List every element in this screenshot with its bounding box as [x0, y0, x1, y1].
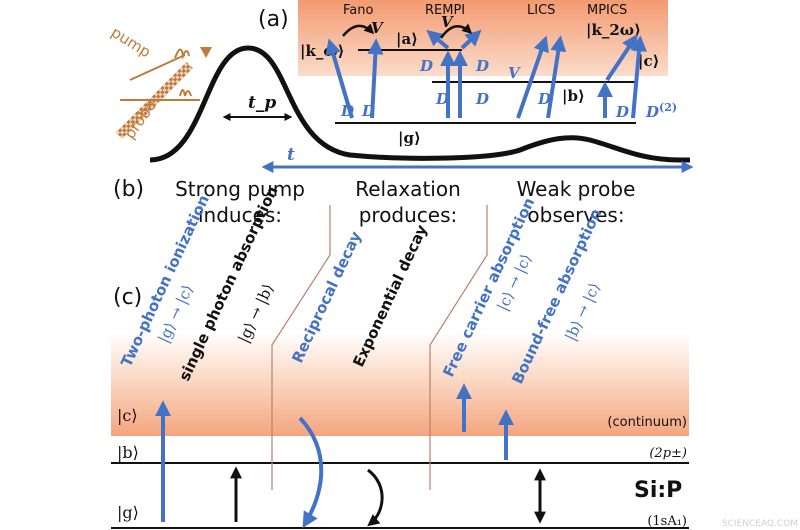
time-axis-label: t — [287, 145, 295, 165]
rempi-v-label: V — [441, 13, 454, 31]
fano-d-2: D — [361, 102, 375, 120]
pump-heading-line2: induces: — [198, 203, 282, 227]
fano-arrow-2 — [367, 38, 384, 119]
panel-label-b: (b) — [113, 177, 144, 202]
continuum-band-a — [298, 0, 668, 76]
process-label-mpics: MPICS — [587, 3, 627, 18]
state-g-label-a: |g⟩ — [398, 129, 421, 147]
pulse-width-label: t_p — [248, 93, 276, 113]
watermark: SCIENCEAQ.COM — [722, 519, 798, 529]
pump-dump-icon — [200, 47, 212, 58]
pump-heading-line1: Strong pump — [175, 177, 305, 201]
panel-b: (b) Strong pump induces: Relaxation prod… — [113, 177, 635, 227]
pump-pulse-shape — [174, 48, 190, 60]
rempi-arrow-3 — [426, 29, 450, 50]
lics-v-label: V — [508, 64, 521, 82]
probe-pulse-shape — [179, 89, 192, 97]
lics-arrow-1 — [516, 35, 549, 119]
pump-beam — [129, 54, 186, 81]
fano-arrow-1 — [325, 38, 354, 119]
process-label-rempi: REMPI — [425, 3, 465, 18]
state-k-2omega-label: |k_2ω⟩ — [586, 21, 641, 39]
rempi-d-2: D — [475, 90, 489, 108]
relax-heading-line2: produces: — [359, 203, 458, 227]
continuum-band-c — [111, 332, 689, 436]
fano-arrows: D D V — [325, 19, 384, 120]
rempi-d-1: D — [435, 90, 449, 108]
material-label: Si:P — [634, 478, 682, 503]
level-2p-label: (2p±) — [649, 446, 687, 461]
probe-label: probe — [121, 97, 161, 143]
mpics-d2-label: D(2) — [645, 101, 677, 121]
mpics-d-label: D — [615, 103, 629, 121]
fano-coupling-arrow — [342, 23, 375, 37]
panel-a: t_p t (a) Fano REMPI LICS MPICS |k_ω⟩ |a… — [108, 0, 694, 173]
lics-d-label: D — [537, 90, 551, 108]
relax-heading-line1: Relaxation — [355, 177, 461, 201]
state-c-label-a: |c⟩ — [638, 52, 659, 70]
continuum-label: (continuum) — [607, 415, 687, 430]
process-label-lics: LICS — [527, 3, 555, 18]
state-a-label: |a⟩ — [396, 30, 418, 48]
rempi-arrows: D D D D V — [419, 13, 489, 118]
panel-c: (c) Two-photon ionization |g⟩ → |c⟩ sing… — [111, 183, 689, 529]
divider-right — [429, 205, 488, 490]
divider-left — [271, 205, 331, 490]
rempi-coupling-arrow — [439, 23, 473, 39]
mpics-arrows: D D(2) — [597, 34, 677, 121]
state-k-omega-label: |k_ω⟩ — [300, 42, 345, 60]
level-c-label: |c⟩ — [117, 406, 138, 425]
fano-v-label: V — [371, 19, 384, 37]
pump-label: pump — [108, 23, 154, 61]
panel-label-a: (a) — [258, 7, 289, 32]
lics-arrows: V D — [508, 35, 567, 119]
rempi-d-4: D — [475, 57, 489, 75]
state-b-label-a: |b⟩ — [562, 87, 585, 105]
pulse-envelope — [149, 45, 690, 163]
level-1s-label: (1sA₁) — [647, 514, 687, 529]
rempi-arrow-4 — [460, 29, 482, 50]
mpics-arrow-3 — [631, 35, 647, 119]
probe-heading-line2: observes: — [527, 203, 624, 227]
lics-arrow-2 — [546, 35, 567, 119]
exponential-decay-arrow — [367, 468, 384, 527]
level-g-label: |g⟩ — [117, 503, 139, 522]
probe-heading-line1: Weak probe — [517, 177, 636, 201]
rempi-d-3: D — [419, 57, 433, 75]
level-b-label: |b⟩ — [117, 443, 139, 462]
panel-label-c: (c) — [113, 285, 142, 310]
reciprocal-decay-arrow — [298, 416, 324, 529]
process-label-fano: Fano — [343, 3, 373, 18]
mpics-arrow-2 — [605, 34, 638, 82]
fano-d-1: D — [340, 102, 354, 120]
